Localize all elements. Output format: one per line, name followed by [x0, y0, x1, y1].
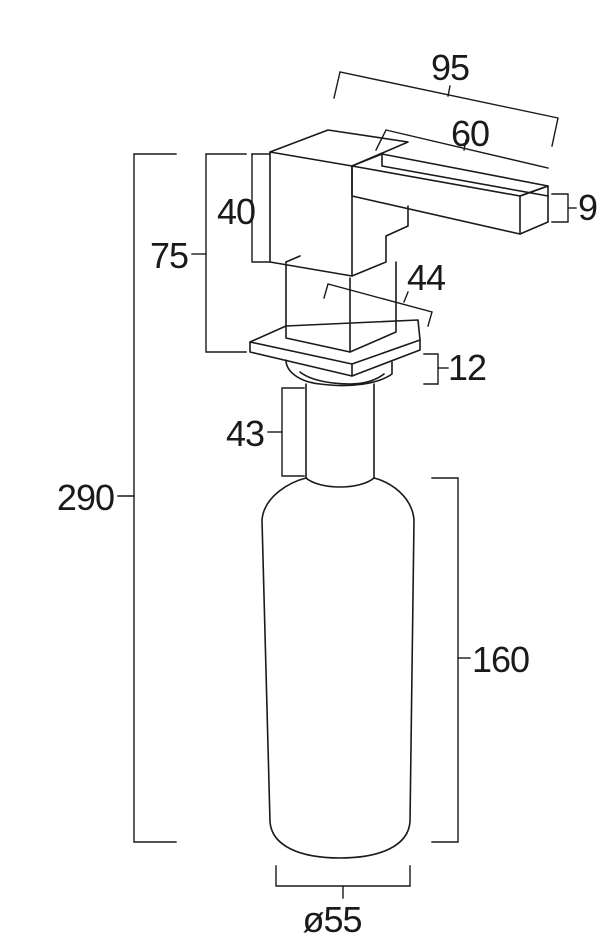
flange-side [351, 339, 421, 377]
dim-160-bracket [431, 477, 459, 843]
neck-front [285, 261, 351, 353]
dim-75-bracket [205, 153, 247, 353]
dimension-lines [117, 71, 577, 899]
collar-ring [299, 371, 385, 385]
head-top-face [269, 129, 409, 167]
label-head-block-height: 40 [217, 191, 255, 232]
dim-12-bracket [423, 353, 439, 385]
dim-60-bracket [375, 129, 549, 169]
neck-side [349, 261, 397, 353]
flange-front [249, 341, 353, 377]
dim-290-bracket [133, 153, 177, 843]
bottle-shoulder [305, 477, 375, 488]
collar [285, 359, 393, 387]
head-front-face [269, 151, 353, 277]
label-shank-length: 43 [226, 413, 264, 454]
label-spout-thickness: 9 [578, 187, 597, 228]
dim-95-bracket [333, 71, 559, 147]
label-spout-length: 95 [431, 47, 469, 88]
label-flange-thickness: 12 [448, 347, 486, 388]
spout-end-face [519, 185, 549, 235]
dimension-labels: 290 75 40 95 60 9 44 12 43 160 ø55 [57, 47, 598, 938]
flange-top [249, 319, 421, 365]
label-bottle-height: 160 [472, 639, 529, 680]
head-side-face [351, 205, 409, 277]
label-neck-width: 44 [407, 257, 445, 298]
shank-tube [305, 383, 375, 479]
dim-44-tick [403, 291, 409, 303]
label-bottle-diameter: ø55 [302, 899, 361, 938]
label-overall-height: 290 [57, 477, 114, 518]
label-spout-arm-length: 60 [451, 113, 489, 154]
dim-55-bracket [275, 865, 411, 887]
spout-groove [381, 153, 549, 197]
dim-43-bracket [281, 387, 305, 477]
spout-front-face [351, 165, 521, 235]
dim-9-bracket [551, 193, 569, 223]
bottle-body [261, 477, 415, 859]
dispenser-outline [249, 129, 549, 859]
label-head-height: 75 [150, 235, 188, 276]
dim-60-tick [463, 139, 467, 151]
dim-40-bracket [251, 153, 271, 263]
dim-44-bracket [323, 283, 433, 327]
dim-95-tick [447, 85, 451, 97]
neck-top [285, 255, 301, 263]
